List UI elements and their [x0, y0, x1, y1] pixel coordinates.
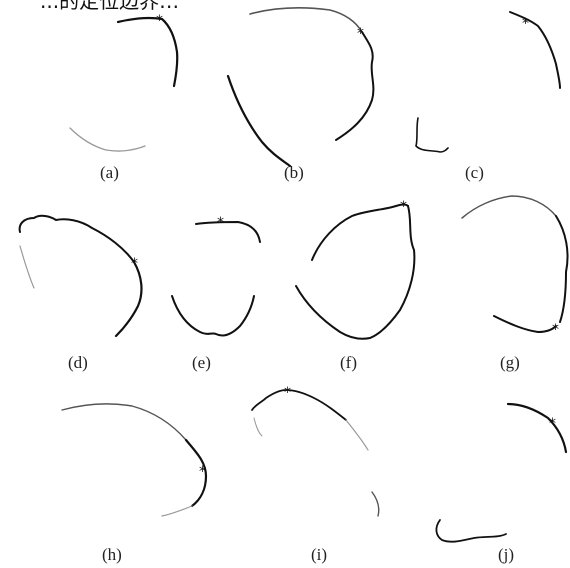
panel-i: * (i) — [251, 385, 380, 564]
contour-h-bottom — [161, 505, 193, 517]
marker-i: * — [284, 385, 291, 401]
contour-d-left — [19, 245, 35, 289]
panel-g: * (g) — [461, 195, 569, 372]
marker-j: * — [549, 416, 556, 432]
label-c: (c) — [465, 163, 484, 182]
contour-c-lower — [415, 117, 449, 153]
marker-b: * — [357, 26, 364, 42]
label-g: (g) — [500, 353, 520, 372]
contour-f-bottom — [295, 285, 371, 340]
label-b: (b) — [284, 163, 304, 182]
contour-j-lower — [435, 519, 507, 543]
contour-f-right — [369, 205, 416, 339]
contour-g-bottom — [493, 315, 557, 333]
label-d: (d) — [68, 353, 88, 372]
panel-j: * (j) — [435, 402, 568, 564]
contour-a-upper — [116, 16, 179, 88]
marker-a: * — [156, 13, 163, 29]
marker-e: * — [217, 215, 224, 231]
panel-b: * (b) — [226, 7, 375, 182]
label-a: (a) — [100, 163, 119, 182]
contour-h-top — [61, 403, 187, 441]
contour-g-right — [555, 215, 569, 323]
label-e: (e) — [192, 353, 211, 372]
contour-c-upper — [509, 11, 561, 89]
label-i: (i) — [311, 545, 327, 564]
contour-i-right — [345, 419, 369, 451]
contour-e-bottom — [171, 295, 255, 337]
contour-g-top — [461, 195, 557, 219]
label-f: (f) — [340, 353, 357, 372]
panel-c: * (c) — [415, 11, 561, 182]
marker-c: * — [522, 16, 529, 32]
contour-i-lower — [371, 491, 380, 517]
label-j: (j) — [498, 545, 514, 564]
contour-d-upper — [18, 214, 135, 263]
marker-h: * — [199, 464, 206, 480]
contour-f-top — [311, 203, 409, 261]
contour-e-top — [195, 221, 261, 243]
marker-g: * — [552, 322, 559, 338]
contour-a-lower — [69, 127, 146, 152]
panel-d: * (d) — [18, 214, 143, 372]
marker-d: * — [131, 256, 138, 272]
panel-f: * (f) — [295, 199, 416, 372]
marker-f: * — [400, 199, 407, 215]
header-partial-text: ...的定位边界… — [40, 0, 179, 13]
contour-b-top — [249, 7, 363, 33]
contour-b-left — [226, 74, 292, 168]
label-h: (h) — [102, 545, 122, 564]
contour-i-top — [251, 389, 347, 421]
contour-h-right — [184, 438, 208, 508]
panel-a: * (a) — [69, 13, 179, 182]
panel-h: * (h) — [61, 403, 208, 564]
contour-i-left — [253, 417, 263, 437]
contour-j-upper — [506, 402, 568, 454]
panel-e: * (e) — [171, 215, 261, 372]
contour-b-right — [335, 31, 375, 141]
contour-d-right — [114, 260, 143, 338]
